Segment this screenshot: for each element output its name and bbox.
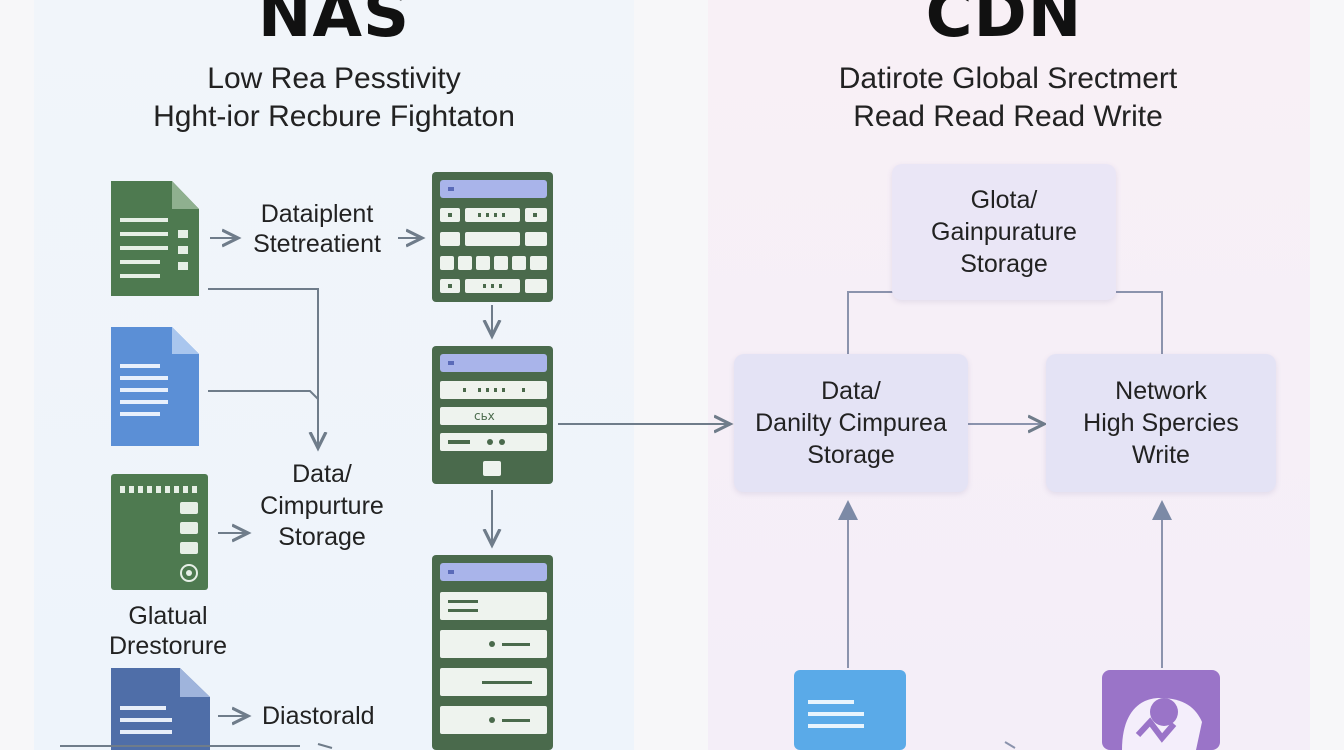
cdn-left-line1: Data/: [821, 377, 881, 405]
label-drestorure: Drestorure: [108, 632, 228, 660]
cdn-right-line2: High Spercies: [1083, 409, 1239, 437]
cdn-top-line3: Storage: [960, 250, 1048, 278]
nas-subtitle-line2: Hght-ior Recbure Fightaton: [153, 100, 515, 133]
cdn-top-line1: Glota/: [970, 186, 1038, 214]
cdn-title: CDN: [925, 0, 1083, 52]
label-stetreatient: Stetreatient: [253, 230, 381, 258]
cdn-box-global-storage: Glota/ Gainpurature Storage: [892, 164, 1116, 300]
cdn-right-line3: Write: [1132, 441, 1190, 469]
label-dataiplent: Dataiplent: [260, 200, 374, 228]
nas-title: NAS: [257, 0, 411, 52]
cdn-left-line2: Danilty Cimpureа: [755, 409, 947, 437]
cdn-subtitle-line1: Datirote Global Srectmert: [838, 62, 1178, 95]
cdn-right-line1: Network: [1115, 377, 1207, 405]
label-diastorald: Diastorald: [262, 702, 375, 730]
cdn-left-line3: Storage: [807, 441, 895, 469]
label-data: Data/: [292, 460, 352, 488]
label-storage: Storage: [278, 523, 366, 551]
cdn-box-data-storage: Data/ Danilty Cimpureа Storage: [734, 354, 968, 492]
device-2-text: сьх: [474, 409, 495, 423]
nas-subtitle-line1: Low Rea Pesstivity: [207, 62, 461, 95]
cdn-subtitle-line2: Read Read Read Write: [853, 100, 1163, 133]
label-glatual: Glatual: [128, 602, 208, 630]
label-cimpurture: Cimpurture: [260, 492, 384, 520]
cdn-top-line2: Gainpurature: [931, 218, 1077, 246]
cdn-box-network-write: Network High Spercies Write: [1046, 354, 1276, 492]
